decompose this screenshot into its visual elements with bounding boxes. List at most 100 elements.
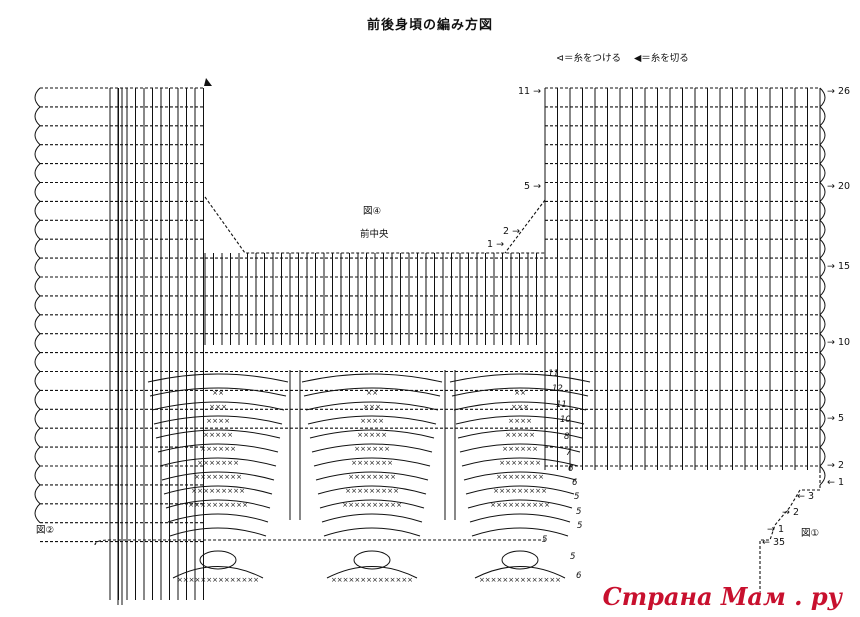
base-sc-row: ×××××××××××××× — [479, 576, 561, 584]
single-crochet-mark: × — [384, 445, 390, 453]
single-crochet-mark: × — [508, 473, 514, 481]
single-crochet-mark: × — [514, 389, 520, 397]
edge-loop — [34, 314, 41, 335]
single-crochet-mark: × — [215, 459, 221, 467]
single-crochet-mark: × — [194, 473, 200, 481]
single-crochet-mark: × — [511, 487, 517, 495]
single-crochet-mark: × — [387, 459, 393, 467]
single-crochet-mark: × — [505, 431, 511, 439]
edge-loop — [34, 484, 41, 505]
arch-row — [323, 527, 421, 537]
legend-cut-yarn: ◀＝糸を切る — [634, 53, 689, 64]
row-number: ← 1 — [827, 477, 845, 488]
arch-row — [161, 471, 275, 481]
figure-2-label: 図② — [36, 525, 55, 536]
bottom-chain — [94, 539, 545, 546]
single-crochet-mark: × — [194, 501, 200, 509]
single-crochet-mark: × — [372, 501, 378, 509]
single-crochet-mark: × — [526, 501, 532, 509]
edge-loop — [34, 144, 41, 164]
edge-loop — [34, 163, 41, 183]
single-crochet-mark: × — [209, 487, 215, 495]
single-crochet-mark: × — [206, 501, 212, 509]
single-crochet-mark: × — [523, 431, 529, 439]
single-crochet-mark: × — [363, 487, 369, 495]
single-crochet-mark: × — [227, 487, 233, 495]
arch-row — [459, 443, 581, 453]
single-crochet-mark: × — [520, 473, 526, 481]
single-crochet-mark: × — [209, 459, 215, 467]
single-crochet-mark: × — [375, 403, 381, 411]
arch-row — [461, 457, 579, 467]
single-crochet-mark: × — [206, 417, 212, 425]
single-crochet-mark: × — [508, 445, 514, 453]
row-number: → 2 — [827, 460, 845, 471]
single-crochet-mark: × — [233, 459, 239, 467]
single-crochet-mark: × — [511, 403, 517, 411]
neckline — [504, 199, 546, 254]
base-arc — [474, 566, 566, 579]
arch-row — [451, 387, 589, 397]
single-crochet-mark: × — [517, 487, 523, 495]
single-crochet-mark: × — [242, 501, 248, 509]
edge-loop — [34, 201, 41, 221]
single-crochet-mark: × — [203, 459, 209, 467]
edge-loop — [34, 182, 41, 202]
arch-row — [471, 527, 569, 537]
arch-row — [167, 513, 269, 523]
single-crochet-mark: × — [212, 389, 218, 397]
arch-row — [463, 471, 577, 481]
single-crochet-mark: × — [363, 459, 369, 467]
single-crochet-mark: × — [529, 431, 535, 439]
edge-loop — [34, 390, 41, 410]
single-crochet-mark: × — [363, 431, 369, 439]
single-crochet-mark: × — [384, 473, 390, 481]
single-crochet-mark: × — [218, 445, 224, 453]
edge-loop — [819, 390, 826, 410]
single-crochet-mark: × — [360, 501, 366, 509]
single-crochet-mark: × — [372, 389, 378, 397]
single-crochet-mark: × — [230, 501, 236, 509]
single-crochet-mark: × — [378, 445, 384, 453]
shell-motif — [353, 550, 391, 570]
single-crochet-mark: × — [345, 487, 351, 495]
edge-loop — [34, 333, 41, 353]
single-crochet-mark: × — [496, 473, 502, 481]
edge-loop — [819, 465, 826, 486]
single-crochet-mark: × — [360, 417, 366, 425]
single-crochet-mark: × — [541, 487, 547, 495]
single-crochet-mark: × — [200, 445, 206, 453]
single-crochet-mark: × — [517, 459, 523, 467]
edge-loop — [34, 371, 41, 391]
edge-loop — [34, 446, 41, 467]
single-crochet-mark: × — [366, 501, 372, 509]
single-crochet-mark: × — [227, 431, 233, 439]
single-crochet-mark: × — [526, 445, 532, 453]
edge-loop — [819, 257, 826, 278]
edge-loop — [819, 295, 826, 316]
arch-row — [165, 499, 271, 509]
pattern-row-number: 12 — [552, 384, 563, 394]
single-crochet-mark: × — [218, 389, 224, 397]
single-crochet-mark: × — [363, 403, 369, 411]
arch-row — [155, 429, 281, 439]
base-sc-row: ×××××××××××××× — [177, 576, 259, 584]
single-crochet-mark: × — [239, 487, 245, 495]
edge-loop — [34, 276, 41, 297]
single-crochet-mark: × — [378, 473, 384, 481]
single-crochet-mark: × — [520, 389, 526, 397]
edge-loop — [34, 465, 41, 486]
row-number: ← 35 — [762, 537, 786, 548]
single-crochet-mark: × — [502, 445, 508, 453]
row-number: → 2 — [782, 507, 800, 518]
pattern-row-number: 6 — [568, 464, 574, 474]
single-crochet-mark: × — [351, 459, 357, 467]
edge-loop — [34, 106, 41, 127]
single-crochet-mark: × — [393, 487, 399, 495]
single-crochet-mark: × — [366, 389, 372, 397]
arch-row — [149, 387, 287, 397]
single-crochet-mark: × — [375, 431, 381, 439]
single-crochet-mark: × — [221, 403, 227, 411]
row-number: → 26 — [827, 86, 851, 97]
